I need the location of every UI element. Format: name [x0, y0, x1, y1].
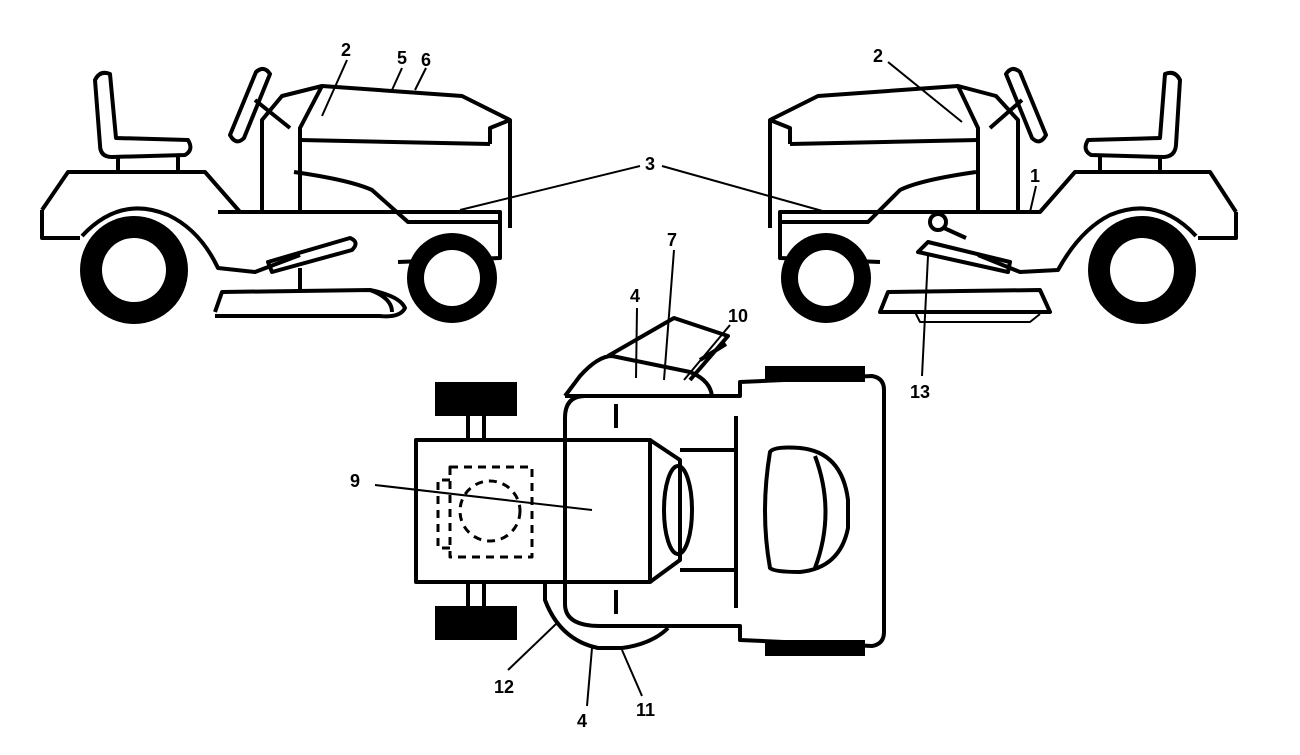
leader-lines	[321, 59, 1037, 707]
callout-labels: 2 5 6 3 2 1 7 4 10 13 9 12 11 4	[341, 40, 1040, 731]
right-side-view-tractor	[768, 67, 1238, 323]
hood-right	[768, 84, 1020, 228]
hood-top	[414, 438, 652, 584]
label-2-left: 2	[341, 40, 351, 60]
left-side-view-tractor	[40, 67, 512, 319]
mower-deck-right	[878, 288, 1052, 314]
hood-left	[260, 84, 512, 228]
label-10: 10	[728, 306, 748, 326]
label-11: 11	[636, 700, 655, 720]
engine-outline	[436, 465, 534, 559]
label-7: 7	[667, 230, 677, 250]
label-13: 13	[910, 382, 930, 402]
label-1: 1	[1030, 166, 1040, 186]
mower-deck-top	[563, 354, 714, 398]
top-view-tractor	[414, 316, 886, 656]
label-5: 5	[397, 48, 407, 68]
wheels-left-view	[80, 216, 497, 324]
wheels-right-view	[781, 216, 1196, 324]
label-2-right: 2	[873, 46, 883, 66]
label-6: 6	[421, 50, 431, 70]
discharge-chute	[607, 316, 730, 382]
label-4-bottom: 4	[577, 711, 587, 731]
steering-wheel-right	[988, 67, 1048, 144]
label-12: 12	[494, 677, 514, 697]
steering-wheel-left	[228, 67, 292, 144]
label-3: 3	[645, 154, 655, 174]
label-4-top: 4	[630, 286, 640, 306]
label-9: 9	[350, 471, 360, 491]
